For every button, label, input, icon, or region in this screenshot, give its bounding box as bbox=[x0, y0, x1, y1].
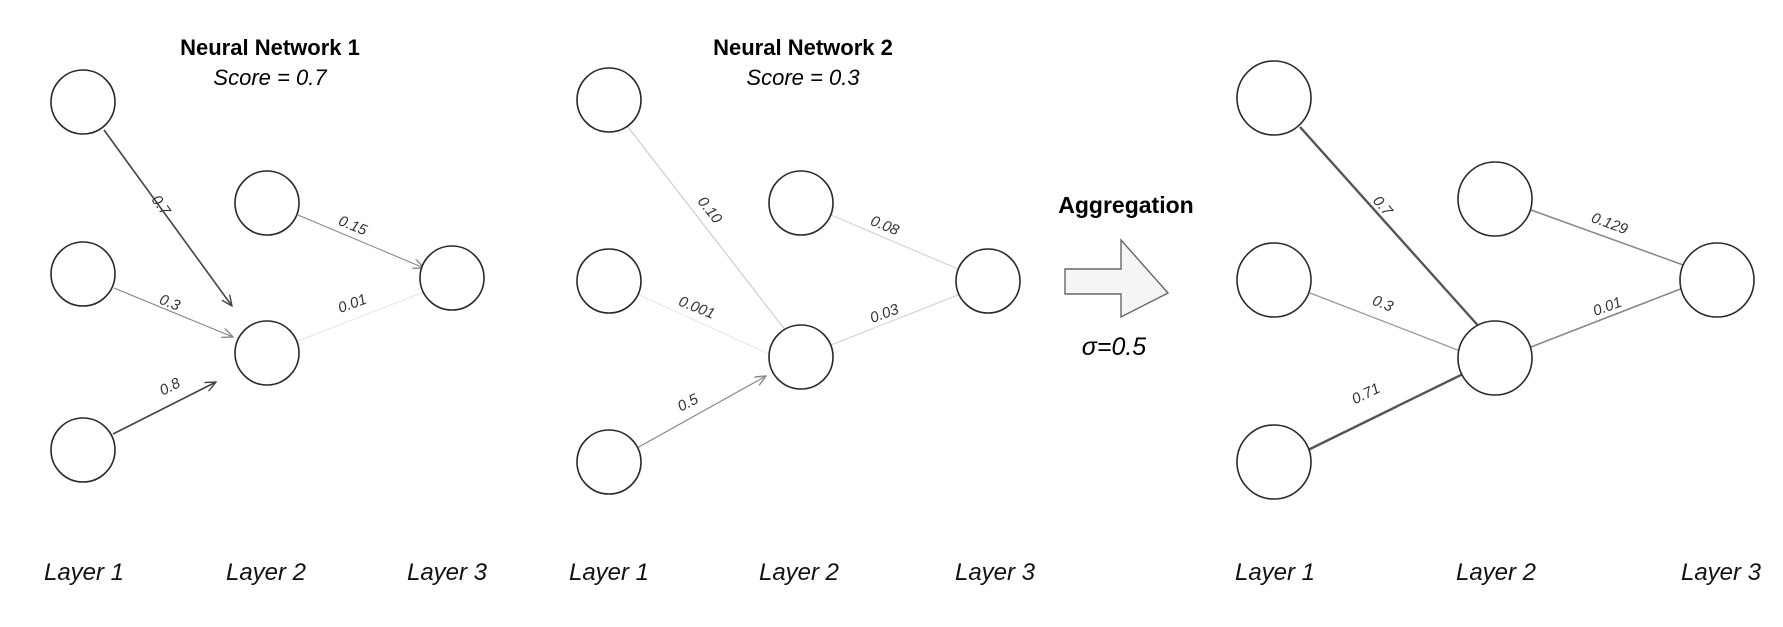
weight-1-l1b-l2b: 0.3 bbox=[157, 291, 183, 315]
edge-2-l2b-l3 bbox=[830, 294, 959, 346]
node-r-layer3 bbox=[1679, 242, 1755, 318]
edge-1-l2a-l3 bbox=[297, 214, 424, 268]
node-1-layer2-a bbox=[234, 170, 300, 236]
weight-r-l1c-l2b: 0.71 bbox=[1349, 380, 1383, 408]
node-2-layer2-a bbox=[768, 170, 834, 236]
result-layer-2-label: Layer 2 bbox=[1456, 559, 1536, 586]
weight-1-l2b-l3: 0.01 bbox=[336, 291, 369, 317]
network-1-layer-1-label: Layer 1 bbox=[44, 559, 124, 586]
edge-r-l1b-l2b bbox=[1309, 292, 1469, 355]
node-r-layer2-a bbox=[1457, 161, 1533, 237]
node-2-layer3 bbox=[955, 248, 1021, 314]
node-1-layer1-a bbox=[50, 69, 116, 135]
node-2-layer1-b bbox=[576, 248, 642, 314]
node-2-layer1-c bbox=[576, 429, 642, 495]
node-2-layer2-b bbox=[768, 324, 834, 390]
weight-1-l1c-l2b: 0.8 bbox=[157, 374, 184, 399]
edge-2-l2a-l3 bbox=[830, 214, 959, 270]
edge-2-l1b-l2b bbox=[636, 293, 770, 355]
network-2-layer-3-label: Layer 3 bbox=[955, 559, 1036, 586]
weight-r-l1a-l2b: 0.7 bbox=[1369, 193, 1396, 220]
edge-1-l1c-l2b bbox=[112, 382, 216, 435]
edge-r-l1c-l2b bbox=[1307, 371, 1466, 452]
weight-2-l1b-l2b: 0.001 bbox=[676, 293, 717, 323]
aggregation-label: Aggregation bbox=[1058, 192, 1193, 218]
node-1-layer1-c bbox=[50, 417, 116, 483]
network-2-title: Neural Network 2 bbox=[713, 35, 893, 60]
node-1-layer3 bbox=[419, 245, 485, 311]
edge-1-l1a-l2b bbox=[103, 129, 232, 306]
aggregation-arrow-icon bbox=[1064, 238, 1170, 319]
network-1: Neural Network 1 Score = 0.7 0.7 0.3 0.8… bbox=[44, 35, 488, 586]
aggregated-network: 0.7 0.3 0.71 0.129 0.01 Layer 1 Layer 2 … bbox=[1235, 60, 1762, 586]
network-1-score: Score = 0.7 bbox=[213, 65, 327, 90]
network-1-layer-3-label: Layer 3 bbox=[407, 559, 488, 586]
node-2-layer1-a bbox=[576, 67, 642, 133]
weight-r-l2b-l3: 0.01 bbox=[1591, 294, 1624, 320]
node-r-layer1-b bbox=[1236, 242, 1312, 318]
result-layer-3-label: Layer 3 bbox=[1681, 559, 1762, 586]
node-1-layer2-b bbox=[234, 320, 300, 386]
result-layer-1-label: Layer 1 bbox=[1235, 559, 1315, 586]
edge-1-l1b-l2b bbox=[113, 287, 233, 337]
network-2: Neural Network 2 Score = 0.3 0.10 0.001 … bbox=[569, 35, 1036, 586]
edge-2-l1a-l2b bbox=[627, 126, 787, 332]
edge-1-l2b-l3 bbox=[297, 291, 425, 342]
weight-r-l2a-l3: 0.129 bbox=[1589, 209, 1631, 238]
sigma-label: σ=0.5 bbox=[1082, 333, 1147, 361]
edge-2-l1c-l2b bbox=[636, 376, 766, 449]
node-r-layer2-b bbox=[1457, 320, 1533, 396]
node-r-layer1-a bbox=[1236, 60, 1312, 136]
edge-r-l2b-l3 bbox=[1530, 287, 1684, 348]
network-2-layer-1-label: Layer 1 bbox=[569, 559, 649, 586]
network-1-title: Neural Network 1 bbox=[180, 35, 360, 60]
edge-r-l2a-l3 bbox=[1530, 209, 1687, 267]
weight-2-l1c-l2b: 0.5 bbox=[675, 390, 702, 415]
weight-2-l2a-l3: 0.08 bbox=[868, 212, 902, 239]
node-1-layer1-b bbox=[50, 241, 116, 307]
network-2-layer-2-label: Layer 2 bbox=[759, 559, 839, 586]
weight-2-l1a-l2b: 0.10 bbox=[694, 193, 726, 227]
weight-r-l1b-l2b: 0.3 bbox=[1370, 292, 1396, 316]
aggregation-step: Aggregation σ=0.5 bbox=[1058, 192, 1193, 361]
network-1-layer-2-label: Layer 2 bbox=[226, 559, 306, 586]
edge-r-l1a-l2b bbox=[1299, 126, 1483, 331]
node-r-layer1-c bbox=[1236, 424, 1312, 500]
weight-1-l2a-l3: 0.15 bbox=[336, 212, 370, 239]
weight-2-l2b-l3: 0.03 bbox=[868, 301, 902, 327]
network-2-score: Score = 0.3 bbox=[746, 65, 860, 90]
